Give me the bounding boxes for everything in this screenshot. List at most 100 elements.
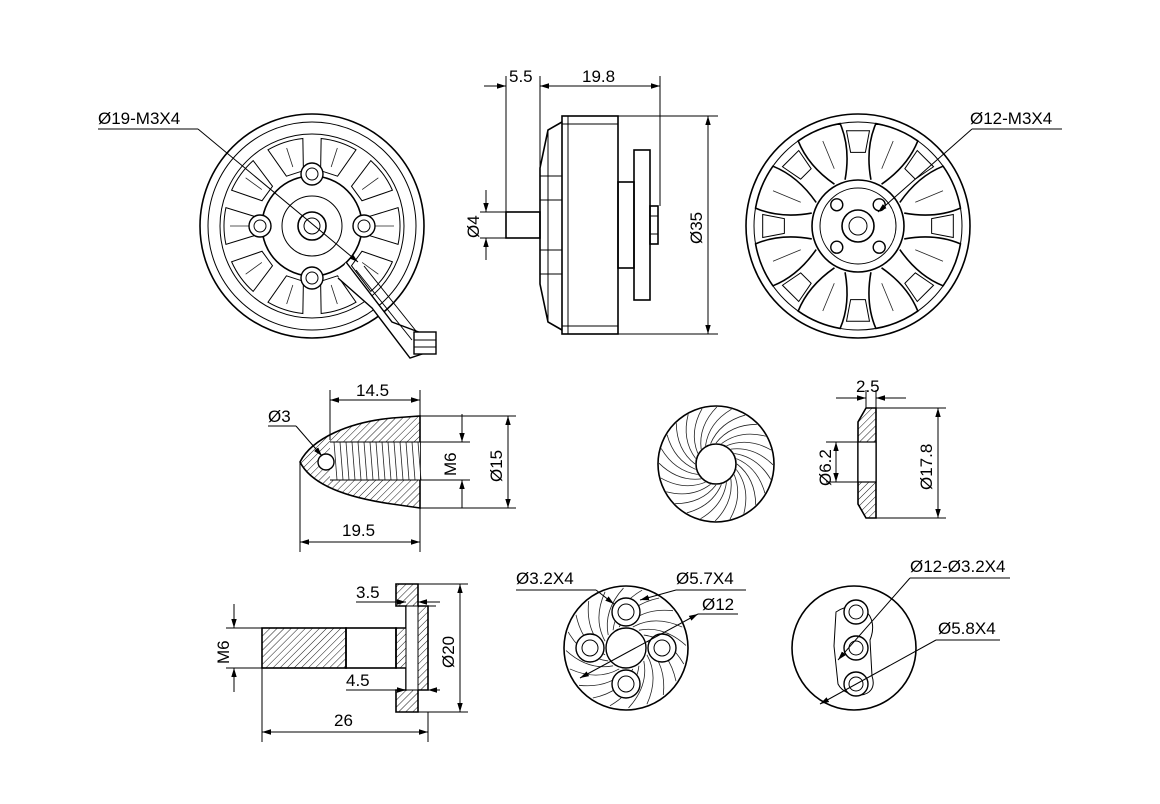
washer-groove <box>735 469 747 514</box>
stator-pocket <box>320 137 357 177</box>
rotor-arm-line <box>822 140 835 169</box>
rotor-arm <box>754 165 817 216</box>
mount-hole-boss <box>300 266 324 290</box>
adapter-face-dim-pcd: Ø12 <box>702 595 734 614</box>
adapter-dim-length: 26 <box>334 711 353 730</box>
thread-line <box>411 441 416 481</box>
adapter-boss <box>611 597 641 627</box>
top-mount-hole <box>830 240 844 254</box>
magnet-pocket <box>904 272 935 303</box>
prop-nut-view: 14.5 Ø3 M6 Ø15 19.5 <box>268 381 516 552</box>
washer-groove <box>721 433 766 445</box>
motor-bottom-view: Ø19-M3X4 <box>98 109 437 359</box>
rotor-arm-line <box>915 190 944 203</box>
nut-dim-14-5: 14.5 <box>356 381 389 400</box>
mount-hole <box>305 167 319 181</box>
mount-dim-bore: Ø5.8X4 <box>938 619 996 638</box>
side-dim-shaft: Ø4 <box>464 215 483 238</box>
nut-dim-thread: M6 <box>441 452 460 476</box>
thread-line <box>345 441 350 481</box>
washer-groove <box>700 482 727 520</box>
rotor-arm <box>754 236 817 287</box>
washer-groove <box>705 408 732 446</box>
washer-groove <box>693 408 703 454</box>
mount-hole <box>305 271 319 285</box>
thread-line <box>339 441 344 481</box>
washer-groove <box>685 414 697 459</box>
rotor-arm <box>797 122 848 185</box>
stator-rib-line <box>330 284 338 305</box>
adapter-face-dim-holes: Ø3.2X4 <box>516 569 574 588</box>
magnet-pocket <box>845 130 871 153</box>
mount-hole <box>253 219 267 233</box>
washer-groove <box>715 423 757 444</box>
washer-groove <box>660 477 706 487</box>
washer-groove <box>675 484 717 505</box>
stator-rib-line <box>361 262 379 275</box>
adapter-dim-a: 3.5 <box>356 583 380 602</box>
mount-plate-view: Ø12-Ø3.2X4 Ø5.8X4 <box>791 557 1010 711</box>
thread-line <box>369 441 374 481</box>
adapter-dim-diameter: Ø20 <box>439 636 458 668</box>
top-mount-hole <box>830 198 844 212</box>
washer-groove <box>736 463 757 505</box>
magnet-pocket <box>781 149 812 180</box>
adapter-groove <box>598 591 606 642</box>
stator-rib-line <box>286 284 294 305</box>
thread-line <box>393 441 398 481</box>
stator-pocket <box>267 275 304 315</box>
adapter-dim-b: 4.5 <box>346 671 370 690</box>
magnet-pocket <box>762 213 785 239</box>
washer-groove <box>686 484 722 514</box>
rotor-arm <box>899 165 962 216</box>
rotor-arm-line <box>772 190 801 203</box>
thread-line <box>357 441 362 481</box>
nut-dim-19-5: 19.5 <box>342 521 375 540</box>
adapter-boss <box>611 669 641 699</box>
adapter-boss <box>647 633 677 663</box>
thread-line <box>375 441 380 481</box>
washer-dim-bore: Ø6.2 <box>816 449 835 486</box>
washer-groove <box>730 448 774 466</box>
rotor-arm-line <box>881 140 894 169</box>
stator-rib-line <box>245 177 263 190</box>
thread-line <box>351 441 356 481</box>
side-dim-19-8: 19.8 <box>582 67 615 86</box>
nut-dim-diameter: Ø15 <box>487 450 506 482</box>
washer-groove <box>734 453 772 480</box>
washer-groove <box>658 462 702 480</box>
thread-line <box>363 441 368 481</box>
washer-groove <box>666 483 711 495</box>
washer-groove <box>666 434 696 470</box>
mount-hole-boss <box>300 162 324 186</box>
stator-pocket <box>320 275 357 315</box>
washer-groove <box>736 458 766 494</box>
rotor-arm-line <box>881 283 894 312</box>
top-pcd-callout: Ø12-M3X4 <box>970 109 1052 128</box>
stator-pocket <box>366 207 401 245</box>
thread-line <box>399 441 404 481</box>
mount-hole-boss <box>352 214 376 238</box>
mount-dim-holes: Ø12-Ø3.2X4 <box>910 557 1005 576</box>
rotor-arm-line <box>915 249 944 262</box>
thread-line <box>387 441 392 481</box>
stator-pocket <box>350 159 394 202</box>
adapter-face-dim-bosses: Ø5.7X4 <box>676 569 734 588</box>
rotor-arm-line <box>822 283 835 312</box>
stator-pocket <box>350 250 394 293</box>
stator-rib-line <box>361 177 379 190</box>
thread-line <box>417 441 422 481</box>
stator-rib-line <box>245 262 263 275</box>
washer-groove <box>726 441 772 451</box>
bottom-pcd-callout: Ø19-M3X4 <box>98 109 180 128</box>
stator-pocket <box>230 250 274 293</box>
magnet-pocket <box>931 213 954 239</box>
washer-groove <box>729 474 739 520</box>
washer-side-view: 2.5 Ø6.2 Ø17.8 <box>816 377 946 519</box>
rotor-arm <box>868 122 919 185</box>
rotor-arm-line <box>772 249 801 262</box>
top-mount-hole <box>872 240 886 254</box>
thread-line <box>381 441 386 481</box>
mount-hole-boss <box>248 214 272 238</box>
